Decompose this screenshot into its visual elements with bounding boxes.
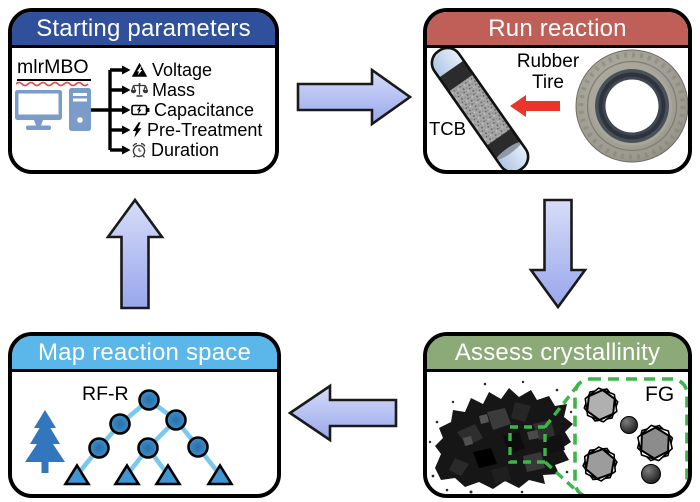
monitor: [15, 90, 62, 130]
product-label: FG: [645, 383, 675, 406]
parameter-label: Capacitance: [154, 99, 255, 120]
panel-title: Map reaction space: [37, 338, 252, 366]
carbon-powder-image: [428, 380, 573, 494]
panel-starting-parameters: Starting parameters mlrMBO: [8, 8, 279, 174]
panel-title: Starting parameters: [36, 14, 251, 42]
panel-body: RF-R: [12, 372, 277, 494]
panel-body: Rubber Tire TCB: [427, 48, 688, 170]
desktop-computer-icon: [15, 88, 91, 131]
tool-name-label: mlrMBO: [17, 56, 91, 82]
panel-title: Assess crystallinity: [454, 338, 661, 366]
alarm-clock-icon: [132, 143, 146, 158]
tree-nodes: [88, 389, 209, 459]
run-reaction-graphic: [427, 48, 688, 170]
parameter-row: Capacitance: [131, 100, 254, 120]
computer-tower: [69, 88, 91, 131]
panel-run-reaction: Run reaction: [423, 8, 692, 174]
balance-scale-icon: [131, 82, 148, 97]
parameter-row: Voltage: [131, 60, 212, 80]
arrow-left-icon: [287, 383, 398, 443]
panel-header: Run reaction: [427, 12, 688, 48]
parameter-label: Mass: [152, 79, 196, 100]
parameter-row: Pre-Treatment: [131, 120, 262, 140]
parameter-row: Duration: [131, 140, 219, 160]
parameter-row: Mass: [131, 80, 195, 100]
graphene-flakes: [582, 387, 674, 482]
tire-image: [575, 49, 688, 163]
feed-arrow-icon: [510, 95, 560, 117]
battery-charge-icon: [131, 104, 150, 116]
tube-label: TCB: [429, 118, 466, 139]
tree-leaves: [63, 463, 234, 486]
feedstock-label: Rubber Tire: [516, 51, 580, 93]
parameter-label: Voltage: [152, 59, 213, 80]
panel-assess-crystallinity: Assess crystallinity: [423, 332, 692, 498]
panel-body: mlrMBO: [12, 48, 275, 170]
tcb-tube: [427, 48, 534, 170]
crystallinity-graphic: [428, 377, 688, 494]
model-label: RF-R: [82, 383, 129, 405]
branch-arrows: [91, 65, 131, 155]
carbon-spheres: [620, 416, 661, 484]
pine-tree-icon: [25, 410, 65, 473]
panel-map-reaction-space: Map reaction space: [8, 332, 281, 498]
panel-header: Assess crystallinity: [427, 336, 688, 372]
parameter-label: Duration: [151, 139, 220, 160]
lightning-bolt-icon: [132, 122, 142, 138]
panel-body: FG: [427, 372, 688, 494]
arrow-down-icon: [528, 198, 588, 310]
random-forest-graphic: [25, 389, 234, 486]
arrow-up-icon: [105, 197, 165, 310]
panel-title: Run reaction: [488, 14, 627, 42]
panel-header: Map reaction space: [12, 336, 277, 372]
panel-header: Starting parameters: [12, 12, 275, 48]
parameter-label: Pre-Treatment: [147, 119, 263, 140]
arrow-right-icon: [296, 67, 413, 127]
spellcheck-squiggle: [16, 81, 89, 87]
high-voltage-warning-icon: [131, 62, 148, 77]
